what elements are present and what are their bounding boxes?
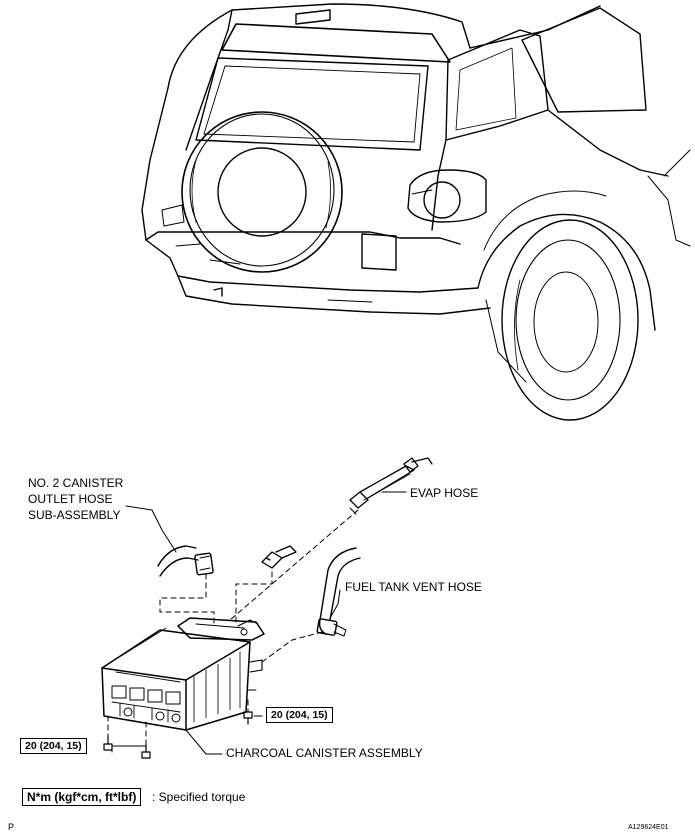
bolts	[103, 711, 253, 759]
charcoal-canister-assembly	[101, 617, 265, 731]
torque-badge-right: 20 (204, 15)	[266, 707, 333, 723]
evap-hose	[349, 457, 433, 515]
corner-mark: P	[8, 822, 15, 832]
dashed-guides	[107, 509, 359, 745]
fuel-tank-vent-hose	[316, 547, 361, 637]
figure-id: A129624E01	[628, 824, 669, 831]
torque-legend-text: : Specified torque	[152, 790, 246, 804]
charcoal-canister-label: CHARCOAL CANISTER ASSEMBLY	[226, 746, 423, 760]
no2-canister-label-line1: NO. 2 CANISTER	[28, 476, 124, 490]
evap-hose-label: EVAP HOSE	[410, 486, 479, 500]
no2-canister-outlet-hose	[157, 545, 214, 577]
fuel-tank-vent-hose-label: FUEL TANK VENT HOSE	[345, 580, 482, 594]
vehicle-illustration	[141, 3, 691, 421]
no2-canister-label-line3: SUB-ASSEMBLY	[28, 508, 121, 522]
no2-canister-label-line2: OUTLET HOSE	[28, 492, 113, 506]
hose-connector	[261, 545, 297, 569]
torque-unit-legend: N*m (kgf*cm, ft*lbf)	[22, 788, 142, 806]
torque-badge-left: 20 (204, 15)	[20, 738, 87, 754]
leader-lines	[111, 491, 407, 755]
